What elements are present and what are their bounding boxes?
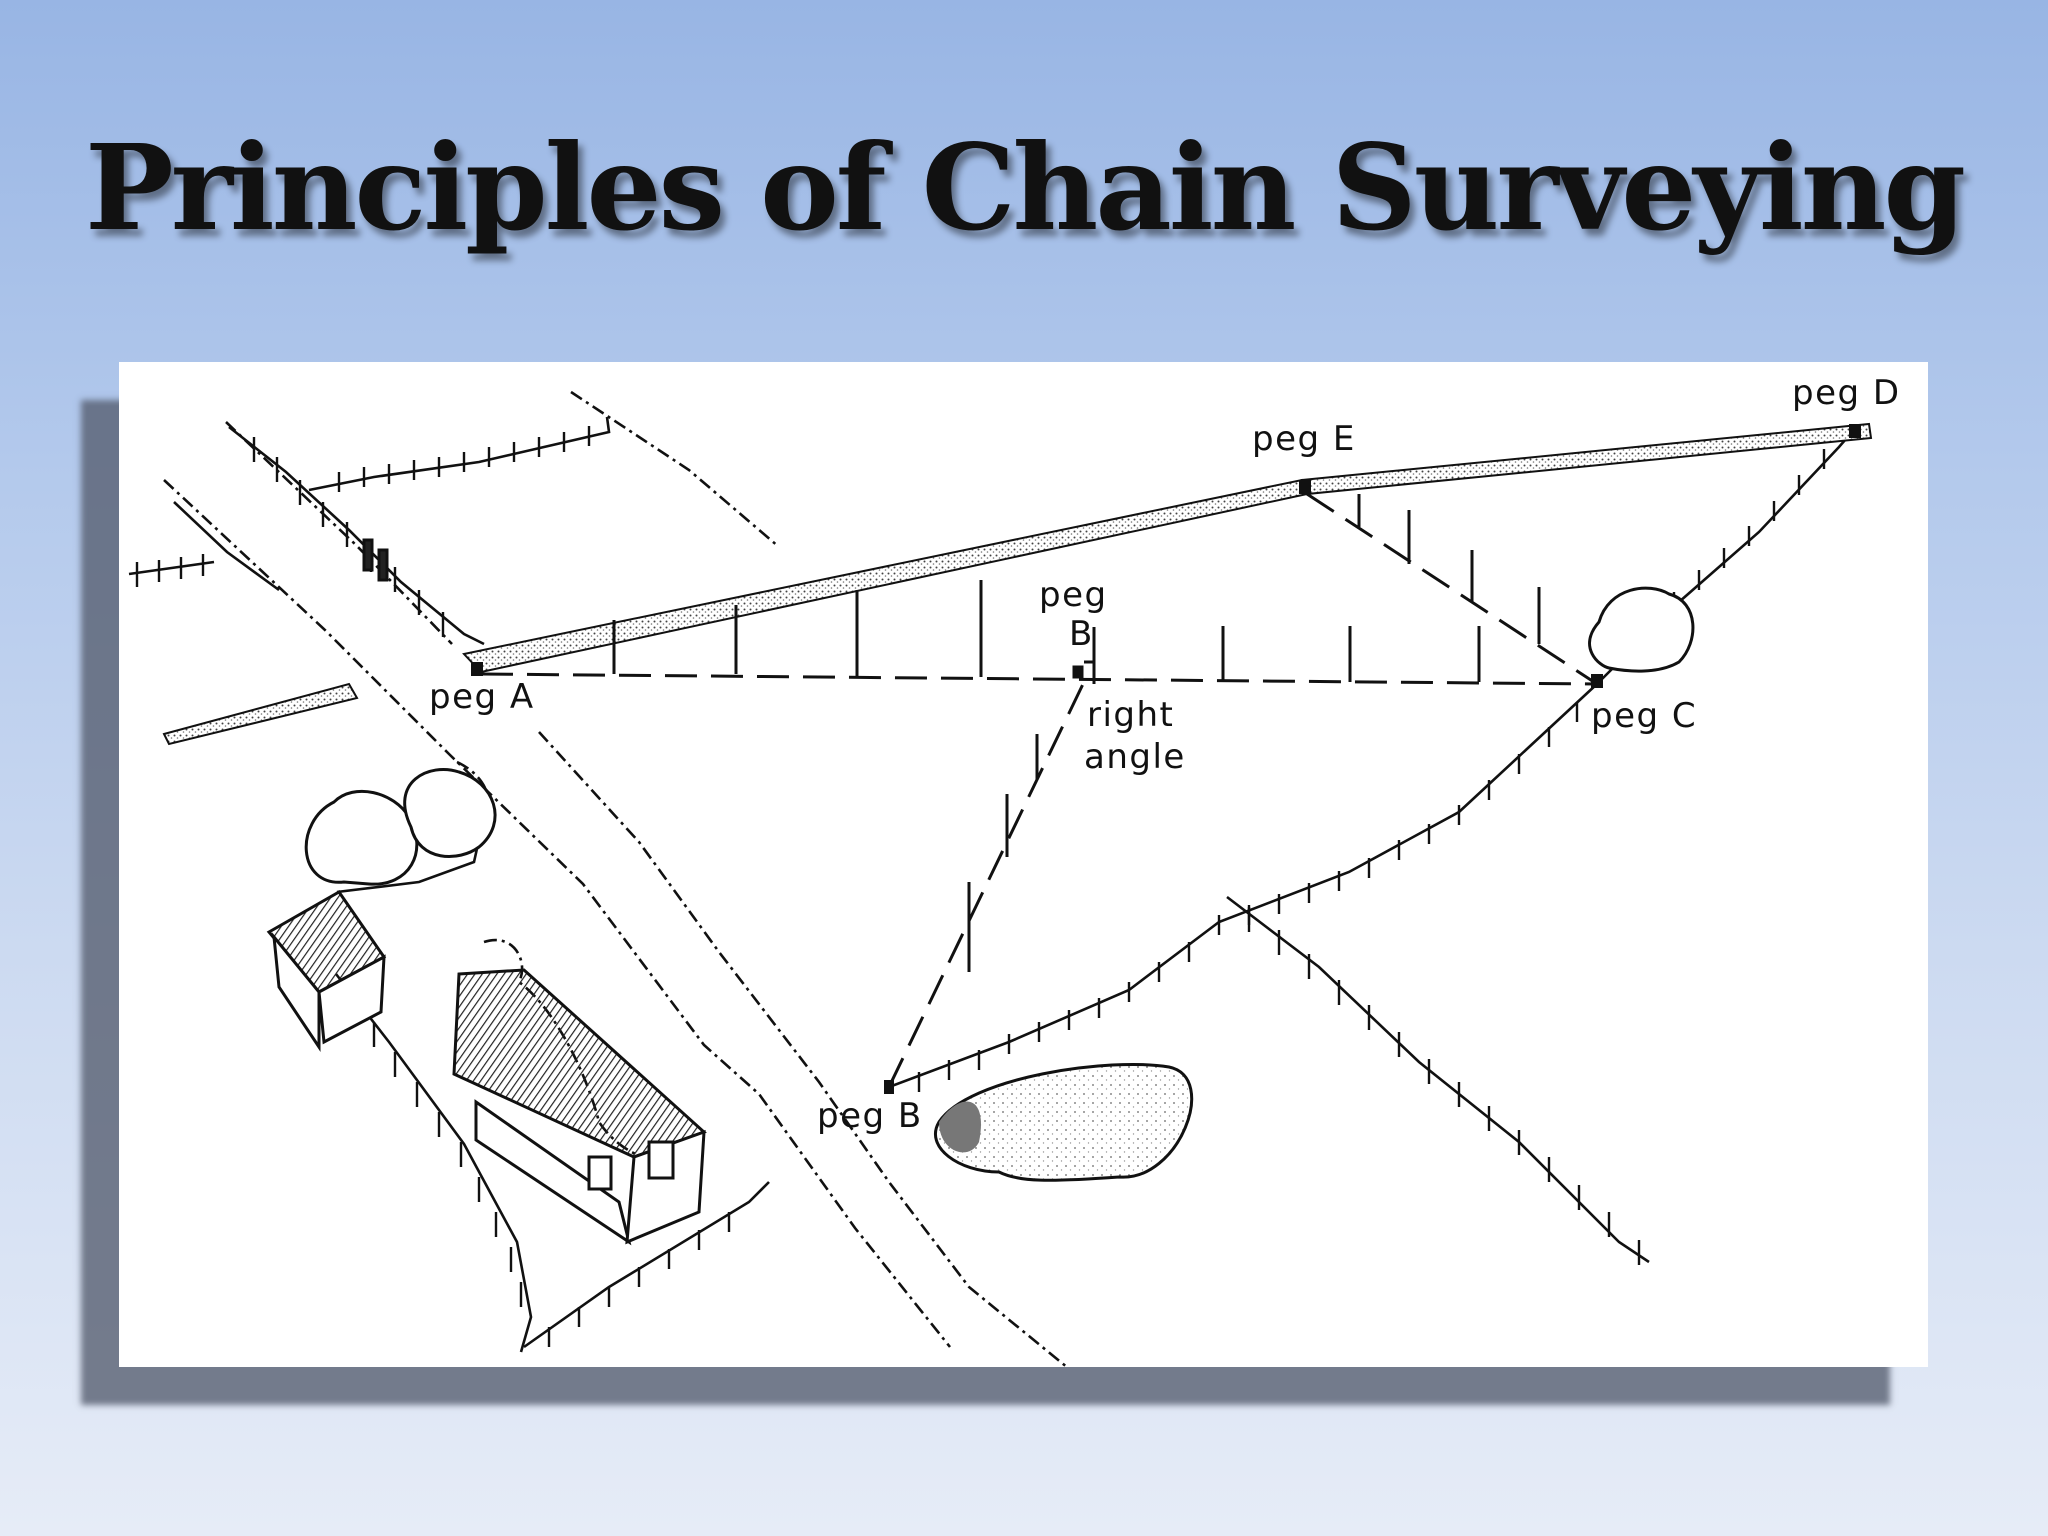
- label-peg-e: peg E: [1252, 419, 1356, 459]
- gate: [362, 538, 389, 582]
- pond-shade: [939, 1101, 981, 1153]
- house: [452, 968, 707, 1246]
- fence-left-lower: [173, 501, 280, 592]
- label-peg-a: peg A: [429, 677, 535, 717]
- peg-b-marker: [884, 1080, 894, 1094]
- tree-left-1: [304, 789, 419, 886]
- house-window-1: [587, 1155, 613, 1191]
- chain-peg-e-to-peg-d: [1300, 422, 1873, 496]
- slide-title: Principles of Chain Surveying: [84, 118, 1966, 257]
- offsets: [612, 494, 1541, 972]
- shed-side: [317, 954, 386, 1045]
- peg-d-marker: [1849, 424, 1861, 438]
- fence-left-short: [128, 560, 215, 576]
- pond: [934, 1062, 1194, 1182]
- survey-lines: [480, 492, 1598, 1088]
- fence-peg-b-to-peg-c: [888, 683, 1598, 1089]
- peg-a-marker: [471, 662, 483, 676]
- right-road-edge-top: [570, 390, 780, 548]
- tree-left-2: [403, 767, 497, 858]
- label-angle: angle: [1084, 737, 1186, 777]
- label-peg-b1-top: peg: [1039, 575, 1108, 615]
- fence-house-front: [523, 1181, 770, 1349]
- peg-markers: [471, 424, 1861, 1094]
- shed-wall: [272, 932, 321, 1052]
- label-peg-b: peg B: [817, 1096, 923, 1136]
- fence-lower-right: [1226, 895, 1650, 1264]
- chain-survey-diagram: peg A peg B peg C peg D peg E peg B righ…: [128, 373, 1901, 1367]
- fence-house-garden: [334, 973, 533, 1353]
- right-angle-mark: [1072, 660, 1096, 684]
- label-right: right: [1087, 695, 1174, 735]
- label-peg-b1-bottom: B: [1069, 614, 1094, 654]
- pond-outline: [934, 1062, 1194, 1182]
- shed: [266, 890, 387, 1052]
- tree-near-peg-c: [1588, 586, 1695, 673]
- chain-peg-a-to-peg-e: [462, 478, 1309, 674]
- line-peg-a-to-peg-c: [480, 672, 1598, 686]
- survey-diagram-frame: peg A peg B peg C peg D peg E peg B righ…: [119, 362, 1928, 1367]
- chain-left-offsite: [162, 682, 359, 746]
- label-peg-c: peg C: [1591, 696, 1697, 736]
- trees: [304, 586, 1695, 886]
- line-peg-e-to-peg-c: [1306, 492, 1598, 686]
- peg-c-marker: [1591, 674, 1603, 688]
- line-peg-b-to-peg-b1: [887, 681, 1086, 1088]
- fence-top-rail: [308, 416, 611, 492]
- peg-e-marker: [1299, 480, 1311, 494]
- label-peg-d: peg D: [1792, 373, 1901, 413]
- house-front-wall: [625, 1129, 706, 1245]
- lower-road-edge-right: [538, 731, 1069, 1367]
- upper-road-edge-left: [163, 479, 952, 1348]
- house-window-2: [647, 1140, 675, 1180]
- labels: peg A peg B peg C peg D peg E peg B righ…: [429, 373, 1901, 1136]
